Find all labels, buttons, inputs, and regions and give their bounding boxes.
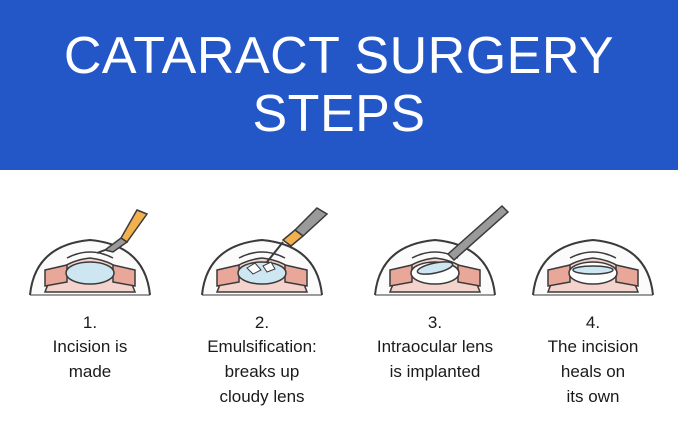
step-1-number: 1.	[82, 313, 98, 332]
eye-emulsification-icon	[201, 207, 329, 296]
step-2-line-1: Emulsification:	[207, 337, 317, 356]
step-1-line-1: Incision is	[52, 337, 128, 356]
step-2: 2. Emulsification: breaks up cloudy lens	[177, 200, 347, 440]
step-3-line-1: Intraocular lens	[376, 337, 494, 356]
step-3: 3. Intraocular lens is implanted	[350, 200, 520, 440]
step-1: 1. Incision is made	[5, 200, 175, 440]
step-4-description: The incision heals on its own	[508, 334, 678, 409]
step-3-line-2: is implanted	[389, 362, 481, 381]
step-1-description: Incision is made	[5, 334, 175, 384]
page-title-line-1: CATARACT SURGERY	[63, 27, 615, 85]
eye-implant-icon	[374, 204, 510, 296]
title-banner: CATARACT SURGERY STEPS	[0, 0, 678, 170]
step-2-number: 2.	[254, 313, 270, 332]
step-4: 4. The incision heals on its own	[508, 200, 678, 440]
step-2-line-2: breaks up	[224, 362, 300, 381]
step-4-line-1: The incision	[547, 337, 639, 356]
eye-incision-icon	[29, 209, 151, 296]
step-4-line-2: heals on	[560, 362, 626, 381]
step-4-number: 4.	[585, 313, 601, 332]
eye-healed-icon	[532, 238, 654, 296]
page-title-line-2: STEPS	[252, 85, 426, 143]
step-3-number: 3.	[427, 313, 443, 332]
step-2-description: Emulsification: breaks up cloudy lens	[177, 334, 347, 409]
step-2-line-3: cloudy lens	[219, 387, 305, 406]
step-1-line-2: made	[68, 362, 112, 381]
step-4-line-3: its own	[566, 387, 620, 406]
step-3-description: Intraocular lens is implanted	[350, 334, 520, 384]
